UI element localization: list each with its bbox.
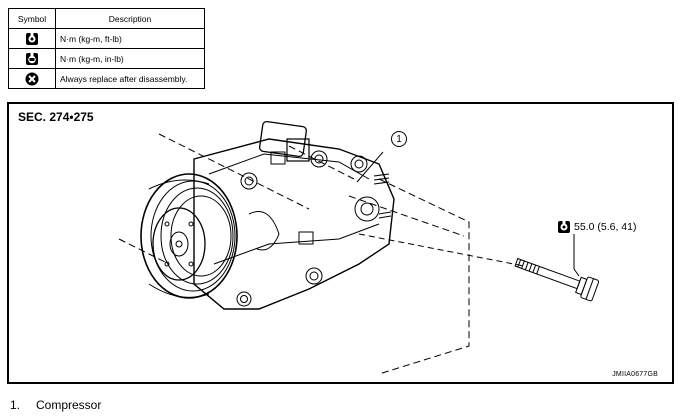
parts-list-item: 1. Compressor [10, 398, 101, 412]
legend-header-row: Symbol Description [8, 8, 205, 29]
legend-header-symbol: Symbol [8, 8, 56, 29]
callout-number: 1 [391, 131, 407, 147]
diagram-panel: SEC. 274•275 1 55.0 (5.6, 41) JMIIA0677G… [7, 102, 674, 384]
legend-row: N·m (kg-m, in-lb) [8, 48, 205, 69]
legend-description: N·m (kg-m, in-lb) [55, 48, 205, 69]
legend-row: N·m (kg-m, ft-lb) [8, 28, 205, 49]
legend-description: N·m (kg-m, ft-lb) [55, 28, 205, 49]
legend-row: Always replace after disassembly. [8, 68, 205, 89]
torque-wrench-icon [26, 32, 38, 45]
legend-header-description: Description [55, 8, 205, 29]
part-name: Compressor [36, 398, 102, 412]
symbol-legend-table: Symbol Description N·m (kg-m, ft-lb) N·m… [8, 8, 205, 89]
compressor-illustration [118, 120, 600, 375]
torque-value: 55.0 (5.6, 41) [574, 221, 637, 233]
reference-code: JMIIA0677GB [612, 371, 658, 378]
compressor-body [193, 138, 395, 310]
legend-description: Always replace after disassembly. [55, 68, 205, 89]
guide-line [358, 233, 525, 267]
torque-wrench-inlb-icon [26, 52, 38, 65]
mounting-bolt [514, 257, 600, 302]
section-label: SEC. 274•275 [18, 110, 94, 124]
guide-line [158, 133, 310, 210]
guide-line [118, 238, 170, 265]
always-replace-icon [25, 72, 39, 85]
guide-line [348, 195, 465, 237]
torque-wrench-icon [558, 221, 570, 233]
pulley-outer [140, 173, 238, 299]
guide-line [378, 178, 470, 375]
torque-spec: 55.0 (5.6, 41) [557, 220, 636, 234]
part-number: 1. [10, 398, 21, 412]
